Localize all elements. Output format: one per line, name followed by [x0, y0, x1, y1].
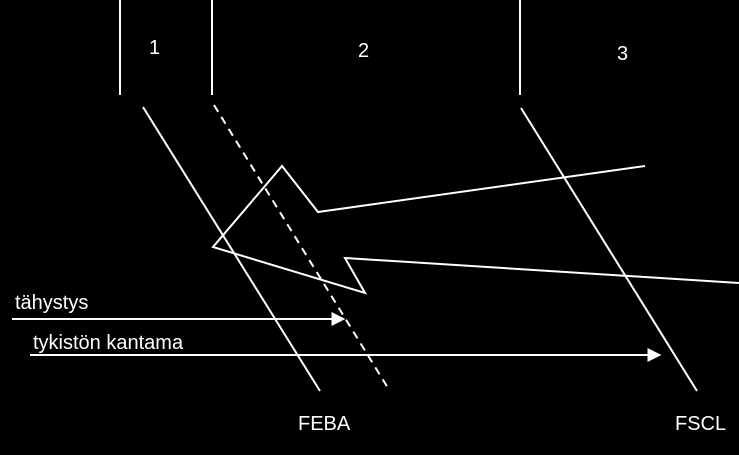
dashed-boundary-line — [213, 104, 389, 389]
observation-label: tähystys — [15, 292, 89, 314]
zone-label-3: 3 — [617, 43, 629, 65]
zone-label-1: 1 — [149, 37, 161, 59]
attack-arrow-shape — [211, 164, 739, 295]
feba-label: FEBA — [298, 413, 351, 435]
artillery-range-label: tykistön kantama — [33, 332, 184, 354]
zone-label-2: 2 — [358, 40, 370, 62]
fscl-line — [520, 107, 698, 392]
feba-line — [142, 106, 321, 392]
fscl-label: FSCL — [675, 413, 727, 435]
